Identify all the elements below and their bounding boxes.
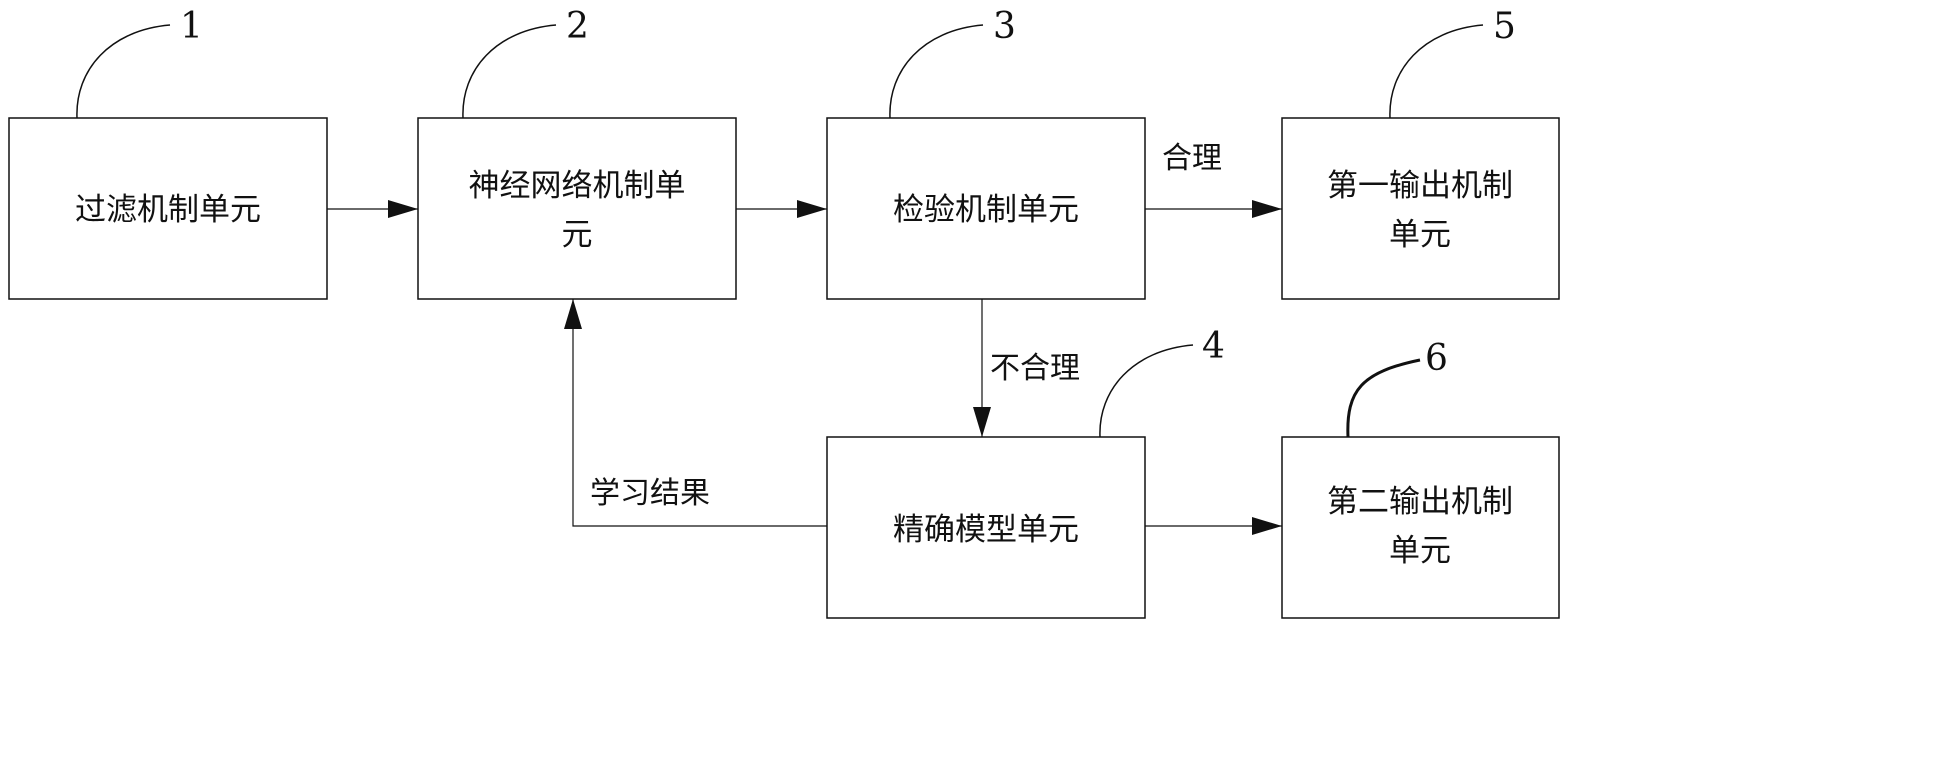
reference-number-6: 6 (1425, 338, 1448, 379)
leader-line-2 (463, 25, 556, 118)
precise-model-unit-label: 精确模型单元 (893, 512, 1079, 548)
first-output-unit-label-line1: 第一输出机制 (1327, 168, 1513, 204)
precise-model-unit-box: 精确模型单元 (827, 437, 1145, 618)
second-output-unit-label-line1: 第二输出机制 (1327, 484, 1513, 520)
reference-number-4: 4 (1202, 326, 1225, 367)
neural-network-unit-box: 神经网络机制单 元 (418, 118, 736, 299)
filter-unit-label: 过滤机制单元 (75, 192, 261, 228)
check-unit-box: 检验机制单元 (827, 118, 1145, 299)
leader-line-5 (1390, 25, 1483, 118)
second-output-unit-label-line2: 单元 (1389, 533, 1451, 569)
leader-line-4 (1100, 345, 1193, 437)
learning-result-label: 学习结果 (590, 476, 710, 511)
filter-unit-box: 过滤机制单元 (9, 118, 327, 299)
neural-network-unit-label-line1: 神经网络机制单 (469, 168, 686, 204)
reference-number-2: 2 (566, 6, 589, 47)
reference-number-1: 1 (180, 6, 203, 47)
reference-number-3: 3 (993, 6, 1016, 47)
first-output-unit-label-line2: 单元 (1389, 217, 1451, 253)
reasonable-label: 合理 (1162, 141, 1222, 176)
neural-network-unit-label-line2: 元 (562, 217, 593, 253)
leader-line-6 (1348, 360, 1420, 437)
check-unit-label: 检验机制单元 (893, 192, 1079, 228)
first-output-unit-box: 第一输出机制 单元 (1282, 118, 1559, 299)
flow-diagram: 过滤机制单元 神经网络机制单 元 检验机制单元 第一输出机制 单元 精确模型单元… (0, 0, 1568, 630)
second-output-unit-box: 第二输出机制 单元 (1282, 437, 1559, 618)
reference-number-5: 5 (1493, 6, 1516, 47)
unreasonable-label: 不合理 (990, 351, 1080, 386)
leader-line-3 (890, 25, 983, 118)
leader-line-1 (77, 25, 170, 118)
